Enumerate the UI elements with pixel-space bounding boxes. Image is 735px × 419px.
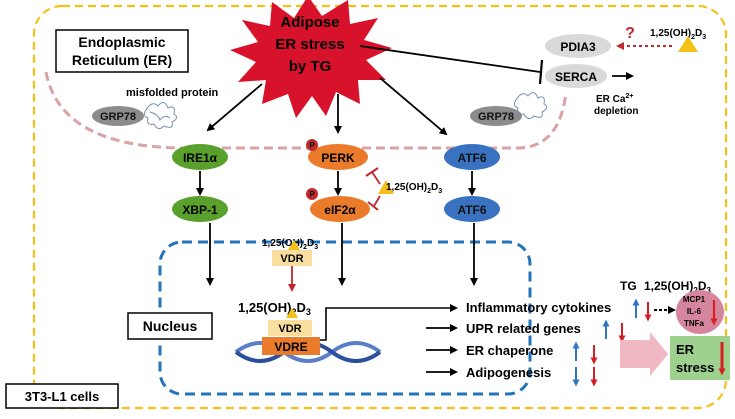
serca-oval [545,64,607,88]
grp78-right-oval [470,106,522,126]
cytokine-tnfa: TNFa [684,319,705,328]
serca-label: SERCA [555,70,597,84]
cytokine-mcp1: MCP1 [683,295,706,304]
atf6-active-oval [444,196,500,222]
er-label-line2: Reticulum (ER) [72,52,172,68]
vitd-top-label: 1,25(OH)2D3 [650,28,706,41]
er-ca-line2: depletion [594,106,638,117]
er-label-line1: Endoplasmic [78,34,165,50]
cell-label: 3T3-L1 cells [25,389,99,404]
vdr-nucleus-box [268,320,312,336]
perk-label: PERK [321,151,355,165]
atf6-label: ATF6 [457,151,486,165]
ire1a-label: IRE1α [183,151,218,165]
er-stress-line1: ER [676,342,695,357]
outcome-chaperone: ER chaperone [466,343,553,358]
vitd-vdr-triangle [288,240,300,250]
vdre-label: VDRE [274,340,307,354]
vitd-nucleus-triangle [286,308,298,318]
vitd-top-triangle [678,36,698,52]
inhibit-eif2a-line [373,195,381,207]
misfolded-protein-detail [149,111,171,122]
dna-strand-1 [234,341,382,363]
perk-phospho-label: P [309,141,315,150]
outcome-upr: UPR related genes [466,321,581,336]
pink-result-arrow [620,332,668,376]
xbp1-oval [172,196,228,222]
grp78-right-label: GRP78 [478,111,514,123]
vdre-box [262,337,320,355]
eif2a-phospho-label: P [309,190,315,199]
ire1a-oval [172,144,228,170]
cell-label-box [5,383,119,409]
stress-line3: by TG [289,58,332,75]
nucleus-label: Nucleus [143,318,198,334]
inhibit-perk-bar [365,167,379,177]
serca-inhibition-line [359,45,541,73]
vdre-to-cytokines [320,304,458,341]
atf6-active-label: ATF6 [457,203,486,217]
perk-phospho [306,139,318,151]
stress-line1: Adipose [280,14,339,31]
cell-membrane [32,4,728,410]
vitd-mid-label: 1,25(OH)2D3 [386,182,442,195]
question-mark: ? [625,25,635,42]
outcome-inflammatory: Inflammatory cytokines [466,300,611,315]
eif2a-oval [310,196,370,222]
atf6-oval [444,144,500,170]
misfolded-label: misfolded protein [126,87,219,99]
cytokine-il6: IL-6 [687,307,702,316]
vdr-box-label: VDR [280,253,303,265]
er-label-box [55,29,189,73]
xbp1-label: XBP-1 [182,203,218,217]
serca-inhibition-bar [538,59,544,85]
arrow-stress-atf6 [379,77,448,136]
misfolded-protein-icon [143,102,178,130]
nucleus-label-box [127,312,213,340]
grp78-left-label: GRP78 [100,111,136,123]
pdia3-oval [545,34,611,58]
eif2a-phospho [306,188,318,200]
er-membrane [44,71,568,150]
perk-oval [308,144,368,170]
vitd-mid-triangle [378,180,394,194]
outcome-adipogenesis: Adipogenesis [466,365,551,380]
vitd-vdr-label: 1,25(OH)2D3 [262,238,318,251]
pdia3-label: PDIA3 [560,40,596,54]
vdr-nucleus-label: VDR [278,323,301,335]
er-stress-line2: stress [676,360,714,375]
stress-starburst [230,0,392,118]
stress-line2: ER stress [275,36,344,53]
er-ca-line1: ER Ca2+ [596,93,633,105]
grp78-left-oval [92,106,144,126]
inhibit-eif2a-bar [367,201,379,211]
vdr-box-outer [272,250,312,266]
inhibit-perk-line [371,171,381,185]
legend-tg: TG [620,279,637,293]
protein-icon-right [513,92,548,120]
arrow-stress-ire1 [206,83,263,132]
eif2a-label: eIF2α [324,203,356,217]
vitd-nucleus-label: 1,25(OH)2D3 [238,300,311,317]
